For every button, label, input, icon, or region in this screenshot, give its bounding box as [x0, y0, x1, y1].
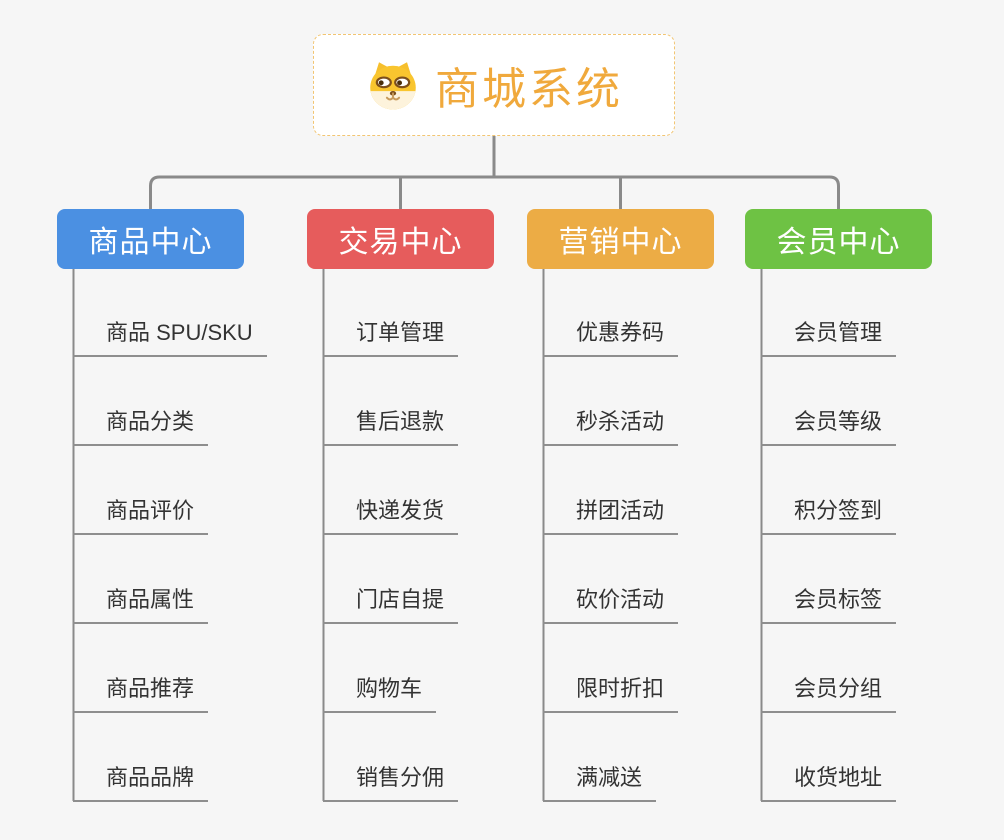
leaf-item-member-center-0[interactable]: 会员管理 [761, 319, 897, 357]
leaf-item-marketing-center-4[interactable]: 限时折扣 [543, 675, 679, 713]
leaf-item-trade-center-1[interactable]: 售后退款 [323, 408, 459, 446]
leaf-item-product-center-5[interactable]: 商品品牌 [73, 764, 209, 802]
leaf-item-member-center-4[interactable]: 会员分组 [761, 675, 897, 713]
leaf-item-trade-center-4[interactable]: 购物车 [323, 675, 437, 713]
branch-node-product-center[interactable]: 商品中心 [57, 209, 244, 269]
branch-node-member-center[interactable]: 会员中心 [745, 209, 932, 269]
leaf-item-marketing-center-3[interactable]: 砍价活动 [543, 586, 679, 624]
leaf-item-member-center-3[interactable]: 会员标签 [761, 586, 897, 624]
leaf-item-member-center-1[interactable]: 会员等级 [761, 408, 897, 446]
root-node-mall-system[interactable]: 商城系统 [313, 34, 675, 136]
leaf-item-member-center-2[interactable]: 积分签到 [761, 497, 897, 535]
doge-icon [370, 62, 416, 110]
leaf-item-product-center-4[interactable]: 商品推荐 [73, 675, 209, 713]
leaf-item-trade-center-5[interactable]: 销售分佣 [323, 764, 459, 802]
branch-node-trade-center[interactable]: 交易中心 [307, 209, 494, 269]
leaf-item-marketing-center-2[interactable]: 拼团活动 [543, 497, 679, 535]
leaf-item-member-center-5[interactable]: 收货地址 [761, 764, 897, 802]
leaf-item-product-center-2[interactable]: 商品评价 [73, 497, 209, 535]
root-title: 商城系统 [435, 65, 623, 114]
leaf-item-product-center-0[interactable]: 商品 SPU/SKU [73, 319, 267, 357]
leaf-item-product-center-3[interactable]: 商品属性 [73, 586, 209, 624]
leaf-item-marketing-center-0[interactable]: 优惠券码 [543, 319, 679, 357]
leaf-item-product-center-1[interactable]: 商品分类 [73, 408, 209, 446]
leaf-item-marketing-center-5[interactable]: 满减送 [543, 764, 657, 802]
leaf-item-trade-center-3[interactable]: 门店自提 [323, 586, 459, 624]
leaf-item-marketing-center-1[interactable]: 秒杀活动 [543, 408, 679, 446]
leaf-item-trade-center-0[interactable]: 订单管理 [323, 319, 459, 357]
leaf-item-trade-center-2[interactable]: 快递发货 [323, 497, 459, 535]
branch-node-marketing-center[interactable]: 营销中心 [527, 209, 714, 269]
